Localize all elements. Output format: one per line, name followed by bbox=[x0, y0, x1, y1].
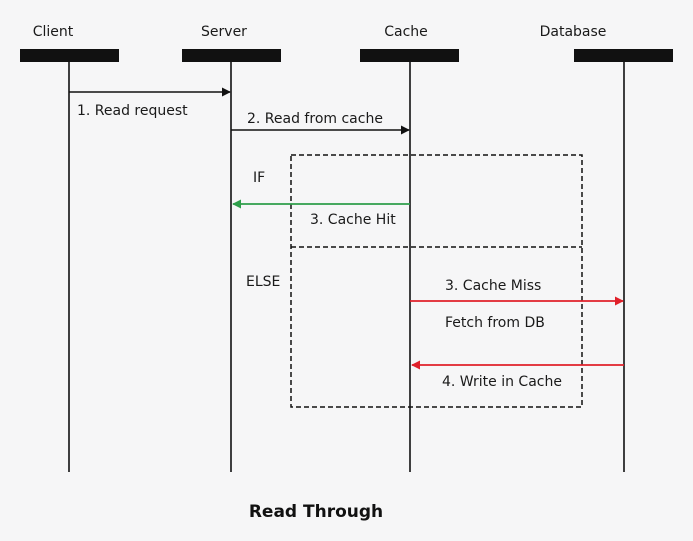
else-label: ELSE bbox=[246, 274, 280, 290]
participant-bar-client bbox=[20, 49, 119, 62]
label-read-from-cache: 2. Read from cache bbox=[247, 111, 383, 127]
label-cache-hit: 3. Cache Hit bbox=[310, 212, 396, 228]
alt-frame bbox=[290, 154, 583, 408]
label-write-in-cache: 4. Write in Cache bbox=[442, 374, 562, 390]
label-fetch-from-db: Fetch from DB bbox=[445, 315, 545, 331]
participant-label-server: Server bbox=[201, 24, 247, 40]
participant-bar-server bbox=[182, 49, 281, 62]
label-read-request: 1. Read request bbox=[77, 103, 188, 119]
participant-label-client: Client bbox=[33, 24, 74, 40]
participant-bar-cache bbox=[360, 49, 459, 62]
diagram-title: Read Through bbox=[249, 502, 383, 522]
label-cache-miss: 3. Cache Miss bbox=[445, 278, 541, 294]
if-label: IF bbox=[253, 170, 265, 186]
participant-label-cache: Cache bbox=[384, 24, 428, 40]
participant-label-database: Database bbox=[540, 24, 607, 40]
participant-bar-database bbox=[574, 49, 673, 62]
